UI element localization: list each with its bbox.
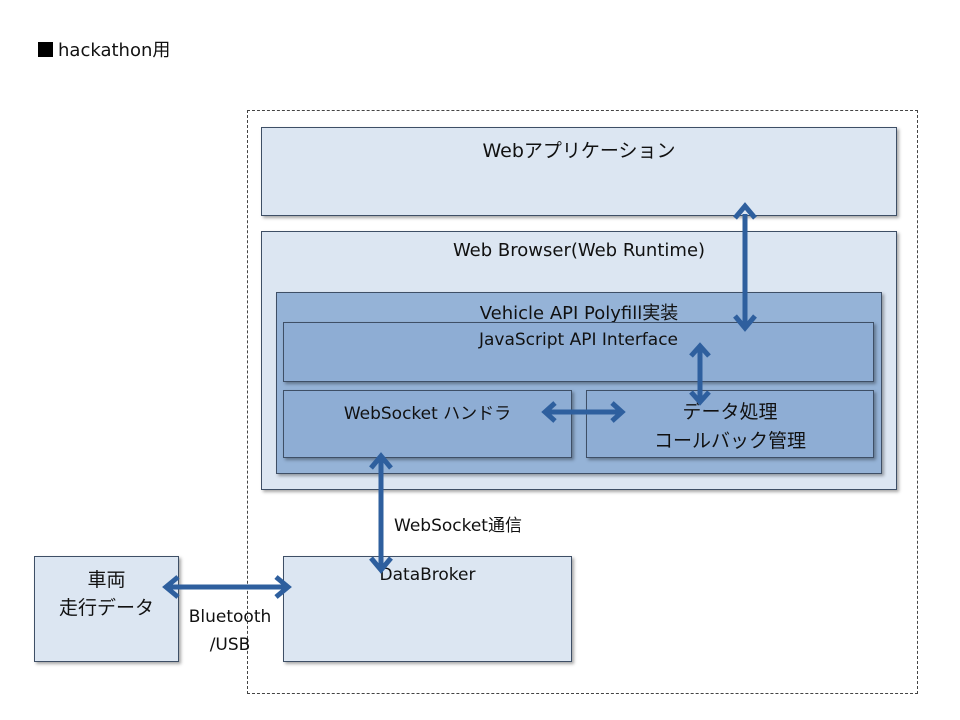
page-title: hackathon用 (38, 36, 170, 62)
square-bullet-icon (38, 41, 53, 57)
page-title-text: hackathon用 (58, 40, 171, 61)
websocket-handler-box: WebSocket ハンドラ (283, 390, 572, 458)
callback-management-label: コールバック管理 (653, 430, 806, 452)
databroker-box: DataBroker (283, 556, 572, 662)
data-processing-box: データ処理 コールバック管理 (586, 390, 874, 458)
driving-data-label: 走行データ (58, 597, 154, 619)
usb-label: /USB (209, 635, 251, 655)
polyfill-label: Vehicle API Polyfill実装 (479, 303, 679, 324)
vehicle-data-box: 車両 走行データ (34, 556, 179, 662)
system-boundary (247, 110, 918, 694)
bluetooth-label: Bluetooth (188, 607, 272, 627)
web-application-label: Webアプリケーション (482, 140, 676, 162)
databroker-label: DataBroker (379, 565, 476, 585)
javascript-api-label: JavaScript API Interface (478, 330, 679, 350)
javascript-api-box: JavaScript API Interface (283, 322, 874, 382)
websocket-comm-label: WebSocket通信 (394, 516, 522, 536)
bluetooth-usb-label: Bluetooth /USB (179, 603, 281, 659)
web-application-box: Webアプリケーション (261, 127, 897, 216)
web-browser-label: Web Browser(Web Runtime) (452, 240, 706, 261)
websocket-handler-label: WebSocket ハンドラ (343, 404, 512, 424)
vehicle-label: 車両 (87, 569, 126, 591)
data-processing-label: データ処理 (682, 401, 778, 423)
